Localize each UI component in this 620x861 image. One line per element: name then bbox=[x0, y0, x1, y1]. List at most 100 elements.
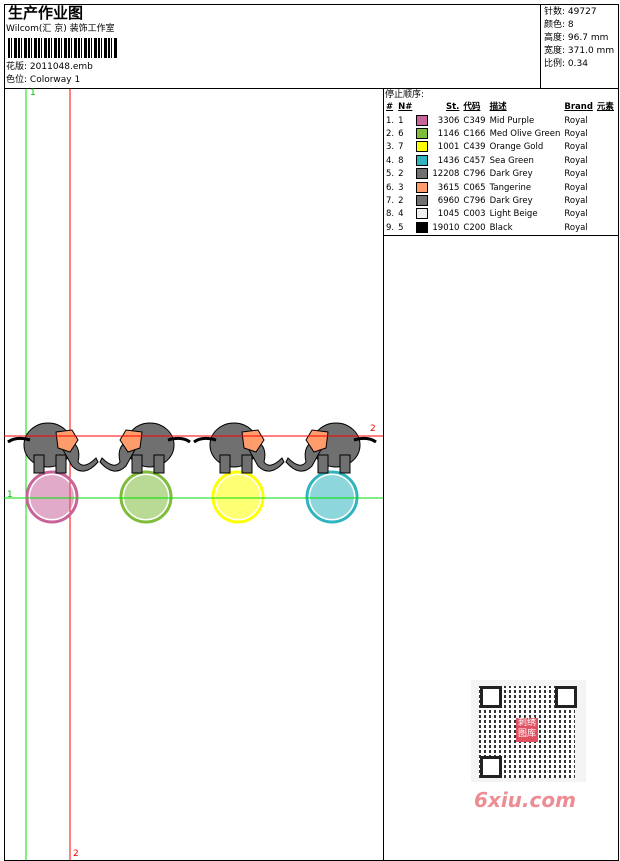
qr-code: 刺绣图库 bbox=[471, 680, 586, 782]
sequence-title: 停止顺序: bbox=[385, 90, 425, 100]
thread-code: C439 bbox=[463, 142, 486, 153]
thread-brand: Royal bbox=[564, 155, 588, 166]
color-swatch bbox=[414, 194, 430, 208]
colorway-value: Colorway 1 bbox=[29, 75, 81, 85]
col-stitches: St. bbox=[446, 102, 460, 113]
row-index: 1. bbox=[386, 115, 395, 126]
swatch-icon bbox=[416, 127, 429, 139]
thread-code: C065 bbox=[463, 182, 486, 193]
thread-code: C200 bbox=[463, 222, 486, 233]
stitch-count: 12208 bbox=[432, 169, 460, 180]
thread-description: Sea Green bbox=[489, 155, 534, 166]
thread-brand: Royal bbox=[564, 222, 588, 233]
thread-code: C003 bbox=[463, 209, 486, 220]
row-number: 1 bbox=[398, 115, 404, 126]
stitch-count: 3306 bbox=[437, 115, 460, 126]
thread-code: C349 bbox=[463, 115, 486, 126]
thread-brand: Royal bbox=[564, 115, 588, 126]
stitch-count: 19010 bbox=[432, 222, 460, 233]
design-value: 2011048.emb bbox=[29, 62, 93, 72]
row-index: 7. bbox=[386, 195, 395, 206]
thread-description: Mid Purple bbox=[489, 115, 535, 126]
row-number: 2 bbox=[398, 169, 404, 180]
swatch-icon bbox=[416, 154, 429, 166]
design-label: 花版: bbox=[6, 62, 28, 72]
color-swatch bbox=[414, 154, 430, 168]
thread-brand: Royal bbox=[564, 142, 588, 153]
row-number: 5 bbox=[398, 222, 404, 233]
col-index: # bbox=[386, 102, 394, 113]
elephant-motif[interactable] bbox=[99, 422, 191, 524]
color-swatch bbox=[414, 127, 430, 141]
stitch-count: 针数: 49727 bbox=[544, 7, 597, 17]
guide-label-v1: 1 bbox=[30, 88, 36, 98]
thread-brand: Royal bbox=[564, 128, 588, 139]
row-index: 5. bbox=[386, 169, 395, 180]
row-number: 3 bbox=[398, 182, 404, 193]
col-element: 元素 bbox=[596, 102, 614, 113]
thread-code: C457 bbox=[463, 155, 486, 166]
colorway-label: 色位: bbox=[6, 75, 28, 85]
width: 宽度: 371.0 mm bbox=[544, 46, 615, 56]
thread-brand: Royal bbox=[564, 182, 588, 193]
row-index: 8. bbox=[386, 209, 395, 220]
color-swatch bbox=[414, 114, 430, 127]
barcode bbox=[8, 38, 118, 58]
thread-brand: Royal bbox=[564, 169, 588, 180]
color-swatch bbox=[414, 181, 430, 194]
row-number: 7 bbox=[398, 142, 404, 153]
color-swatch bbox=[414, 141, 430, 154]
col-brand: Brand bbox=[564, 102, 593, 113]
color-swatch bbox=[414, 168, 430, 181]
thread-brand: Royal bbox=[564, 195, 588, 206]
col-description: 描述 bbox=[489, 102, 507, 113]
thread-description: Light Beige bbox=[489, 209, 538, 220]
swatch-icon bbox=[416, 194, 429, 206]
row-index: 4. bbox=[386, 155, 395, 166]
color-count: 颜色: 8 bbox=[544, 20, 574, 30]
stitch-count: 3615 bbox=[437, 182, 460, 193]
elephant-motif[interactable] bbox=[285, 422, 377, 524]
elephant-motif[interactable] bbox=[193, 422, 285, 524]
company-name: Wilcom(汇 京) 装饰工作室 bbox=[6, 24, 115, 34]
stitch-count: 1436 bbox=[437, 155, 460, 166]
thread-code: C796 bbox=[463, 169, 486, 180]
page-title: 生产作业图 bbox=[8, 4, 84, 22]
design-file: 花版: 2011048.emb bbox=[6, 62, 93, 73]
guide-label-h1: 1 bbox=[7, 490, 13, 500]
color-swatch bbox=[414, 208, 430, 221]
guide-label-h2: 2 bbox=[370, 424, 376, 434]
stitch-count: 6960 bbox=[437, 195, 460, 206]
swatch-icon bbox=[416, 208, 429, 220]
guide-label-v2: 2 bbox=[73, 849, 79, 859]
watermark-logo: 6xiu.com bbox=[474, 788, 576, 812]
thread-description: Dark Grey bbox=[489, 169, 533, 180]
col-code: 代码 bbox=[463, 102, 481, 113]
row-number: 2 bbox=[398, 195, 404, 206]
elephant-motif[interactable] bbox=[7, 422, 99, 524]
thread-description: Black bbox=[489, 222, 513, 233]
row-index: 6. bbox=[386, 182, 395, 193]
thread-description: Med Olive Green bbox=[489, 128, 561, 139]
stitch-count: 1045 bbox=[437, 209, 460, 220]
swatch-icon bbox=[416, 168, 429, 180]
scale: 比例: 0.34 bbox=[544, 59, 588, 69]
swatch-icon bbox=[416, 181, 429, 193]
row-number: 6 bbox=[398, 128, 404, 139]
row-number: 8 bbox=[398, 155, 404, 166]
thread-description: Orange Gold bbox=[489, 142, 544, 153]
row-index: 9. bbox=[386, 222, 395, 233]
